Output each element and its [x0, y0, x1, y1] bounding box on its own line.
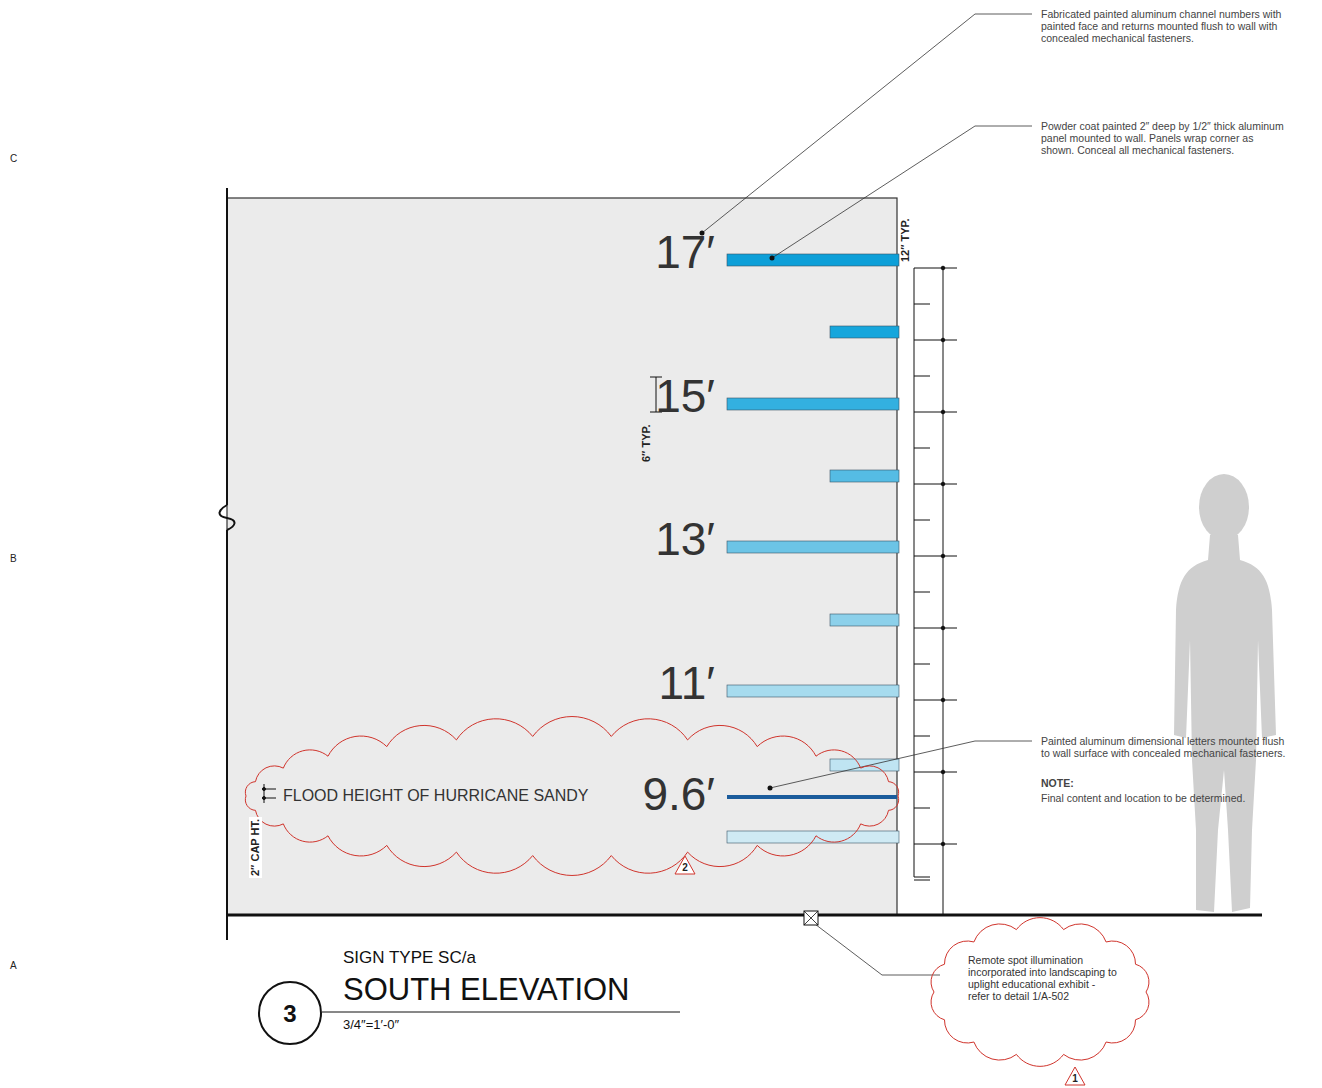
break-symbol: [219, 505, 234, 530]
height-number: 15′: [655, 373, 715, 419]
leader-dot: [768, 786, 773, 791]
panel-bar: [830, 470, 899, 482]
revision-note: Remote spot illumination incorporated in…: [968, 954, 1118, 1002]
detail-callout-circle: 3: [258, 981, 322, 1045]
callout-note: Fabricated painted aluminum channel numb…: [1041, 8, 1286, 44]
callout-note: Painted aluminum dimensional letters mou…: [1041, 735, 1286, 759]
wall-elevation: [227, 198, 897, 915]
dimension-bracket: [262, 784, 276, 803]
revision-triangle: 1: [1064, 1066, 1086, 1086]
spot-light-symbol: [804, 911, 818, 925]
label: NOTE:: [1041, 777, 1074, 789]
label: SIGN TYPE SC/a: [343, 948, 476, 968]
grid-letter: A: [10, 960, 17, 972]
wall-edge: [226, 530, 228, 940]
callout-note: Powder coat painted 2″ deep by 1/2″ thic…: [1041, 120, 1286, 156]
panel-bar: [727, 685, 899, 697]
panel-bar: [727, 398, 899, 410]
panel-bar: [830, 326, 899, 338]
revision-note: FLOOD HEIGHT OF HURRICANE SANDY: [283, 787, 589, 805]
panel-bar: [727, 254, 899, 266]
grid-letter: C: [10, 153, 17, 165]
callout-number: 3: [258, 1000, 322, 1028]
dimension-ticks: [914, 266, 957, 915]
dimension-label: 6″ TYP.: [640, 425, 653, 462]
dimension-label: 12″ TYP.: [899, 218, 912, 262]
wall-edge: [226, 188, 228, 505]
callout-number: 2: [674, 862, 696, 874]
flood-height-number: 9.6′: [642, 771, 715, 817]
grid-letter: B: [10, 553, 17, 565]
human-scale-figure: [1174, 474, 1276, 912]
revision-triangle: 2: [674, 855, 696, 875]
flood-line-bar: [727, 795, 897, 799]
ground-line: [227, 914, 1262, 917]
leader-dot: [770, 256, 775, 261]
panel-bar: [830, 614, 899, 626]
label: 3/4″=1′-0″: [343, 1018, 399, 1033]
panel-bar: [727, 541, 899, 553]
callout-note: Final content and location to be determi…: [1041, 792, 1286, 804]
revision-cloud: Remote spot illumination incorporated in…: [926, 920, 1154, 1064]
dimension-label: 2″ CAP HT.: [249, 817, 262, 878]
revision-cloud: FLOOD HEIGHT OF HURRICANE SANDY 9.6′: [238, 728, 906, 864]
height-number: 13′: [655, 516, 715, 562]
callout-number: 1: [1064, 1073, 1086, 1085]
title-underline: [322, 1012, 680, 1013]
leader-lines: [702, 14, 1032, 975]
panels: [727, 254, 899, 843]
drawing-title: SOUTH ELEVATION: [343, 972, 630, 1008]
height-number: 11′: [659, 660, 715, 706]
height-number: 17′: [655, 229, 715, 275]
